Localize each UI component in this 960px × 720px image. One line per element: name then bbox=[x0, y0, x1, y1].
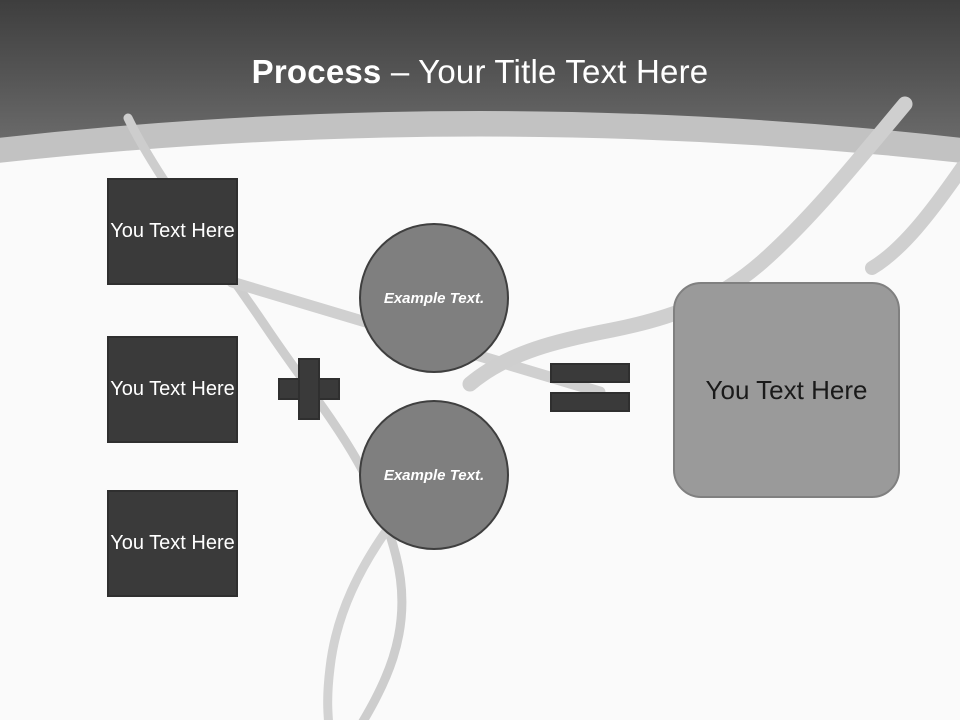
result-box-label: You Text Here bbox=[705, 374, 868, 405]
slide-title: Process – Your Title Text Here bbox=[0, 50, 960, 94]
result-box[interactable]: You Text Here bbox=[673, 282, 900, 498]
equals-top-bar bbox=[550, 363, 630, 383]
example-circle-2[interactable]: Example Text. bbox=[359, 400, 509, 550]
equals-bottom-bar bbox=[550, 392, 630, 412]
input-box-2[interactable]: You Text Here bbox=[107, 336, 238, 443]
plus-icon bbox=[278, 358, 340, 420]
title-rest: – Your Title Text Here bbox=[381, 53, 709, 90]
input-box-2-label: You Text Here bbox=[110, 378, 235, 400]
input-box-3-label: You Text Here bbox=[110, 532, 235, 554]
input-box-3[interactable]: You Text Here bbox=[107, 490, 238, 597]
input-box-1-label: You Text Here bbox=[110, 220, 235, 242]
title-strong: Process bbox=[251, 53, 382, 90]
example-circle-1[interactable]: Example Text. bbox=[359, 223, 509, 373]
example-circle-2-label: Example Text. bbox=[383, 466, 485, 484]
plus-center-fill bbox=[300, 380, 318, 398]
example-circle-1-label: Example Text. bbox=[383, 289, 485, 307]
input-box-1[interactable]: You Text Here bbox=[107, 178, 238, 285]
equals-icon bbox=[550, 363, 630, 412]
